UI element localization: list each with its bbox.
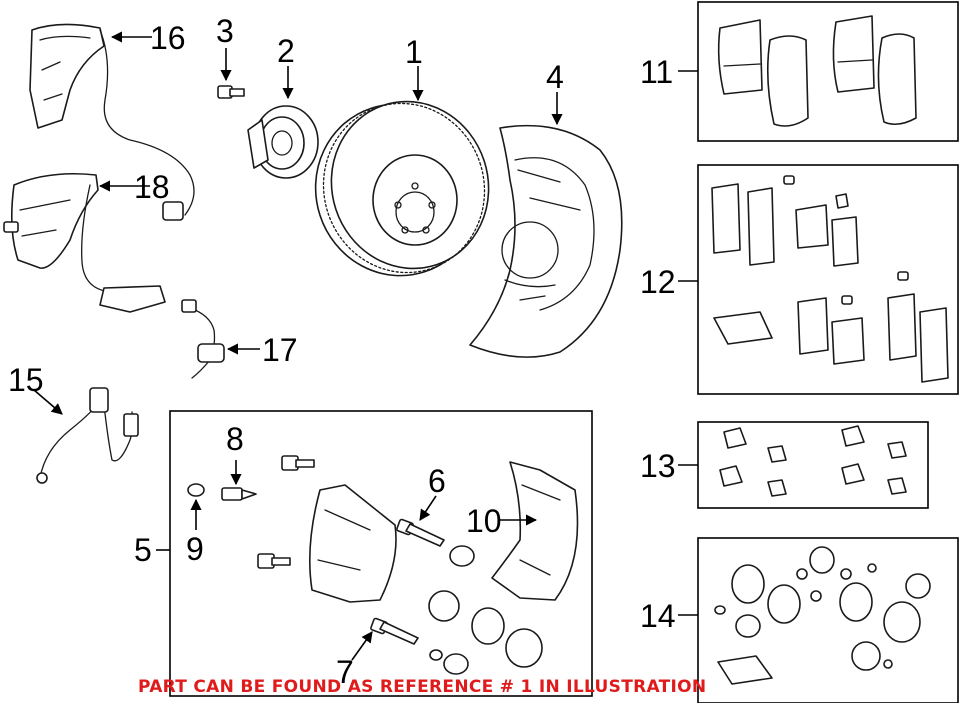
box-12: [697, 164, 959, 395]
pad-clips: [719, 425, 907, 497]
wheel-hub: [247, 105, 319, 179]
callout-6: 6: [428, 463, 446, 499]
callout-14: 14: [640, 598, 676, 634]
box-14: [697, 537, 959, 703]
brake-pad-set: [717, 15, 917, 127]
caliper-bolt-top: [281, 455, 315, 471]
brake-rotor: [314, 100, 490, 277]
bleeder-cap: [187, 483, 205, 497]
guide-pin-upper: [396, 518, 445, 547]
callout-15: 15: [8, 362, 44, 398]
guide-pin-lower: [370, 617, 419, 645]
callout-3: 3: [216, 13, 234, 49]
callout-7: 7: [336, 654, 354, 690]
caliper-seal-kit: [714, 546, 931, 685]
speed-sensor-harness: [29, 23, 195, 221]
bleeder-screw: [221, 487, 257, 501]
callout-17: 17: [262, 332, 298, 368]
callout-4: 4: [546, 59, 564, 95]
callout-2: 2: [277, 33, 295, 69]
brake-hose: [36, 387, 139, 484]
callout-11: 11: [640, 54, 673, 90]
callout-9: 9: [186, 531, 204, 567]
callout-8: 8: [226, 421, 244, 457]
dust-shield: [469, 124, 623, 358]
piston-boots: [428, 545, 543, 675]
callout-13: 13: [640, 448, 676, 484]
callout-18: 18: [134, 169, 170, 205]
callout-1: 1: [405, 34, 423, 70]
callout-10: 10: [466, 503, 502, 539]
callout-16: 16: [150, 20, 186, 56]
pad-hardware-kit: [711, 175, 949, 383]
box-5-caliper: [169, 410, 593, 697]
sensor-wire-harness: [3, 172, 166, 313]
hub-bolt: [217, 85, 245, 99]
caliper-bolt-bottom: [257, 553, 291, 569]
reference-caption: PART CAN BE FOUND AS REFERENCE # 1 IN IL…: [138, 677, 706, 697]
callout-5: 5: [134, 532, 152, 568]
wheel-speed-sensor: [181, 299, 225, 379]
brake-caliper-assembly: [187, 455, 579, 675]
callout-12: 12: [640, 264, 676, 300]
